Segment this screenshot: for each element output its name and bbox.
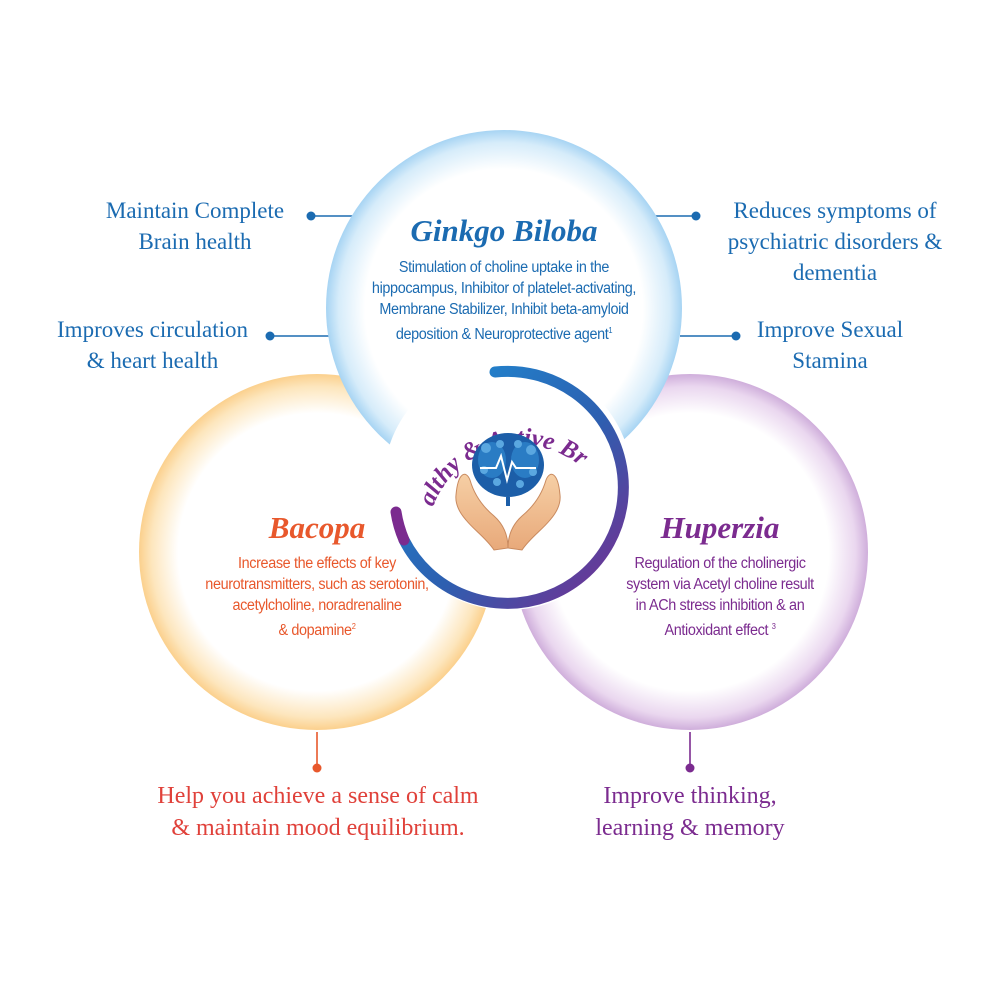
bacopa-title: Bacopa — [268, 510, 366, 545]
bacopa-dot — [312, 763, 322, 773]
benefit-circulation: Improves circulation & heart health — [57, 317, 248, 373]
brain-in-hands-icon — [455, 433, 561, 551]
benefit-brain-health: Maintain Complete Brain health — [105, 198, 285, 254]
huperzia-description: Regulation of the cholinergic system via… — [626, 555, 814, 640]
bacopa-description: Increase the effects of key neurotransmi… — [205, 555, 429, 640]
benefit-sexual-stamina: Improve Sexual Stamina — [756, 317, 904, 373]
huperzia-dot — [685, 763, 695, 773]
benefit-memory: Improve thinking, learning & memory — [595, 783, 785, 841]
benefit-calm: Help you achieve a sense of calm & maint… — [157, 783, 479, 841]
benefit-psychiatric: Reduces symptoms of psychiatric disorder… — [727, 198, 943, 285]
center-ring — [398, 365, 629, 609]
ginkgo-title: Ginkgo Biloba — [410, 213, 598, 248]
huperzia-title: Huperzia — [660, 510, 780, 545]
connector-dots — [265, 211, 741, 341]
ginkgo-description: Stimulation of choline uptake in the hip… — [371, 259, 637, 344]
